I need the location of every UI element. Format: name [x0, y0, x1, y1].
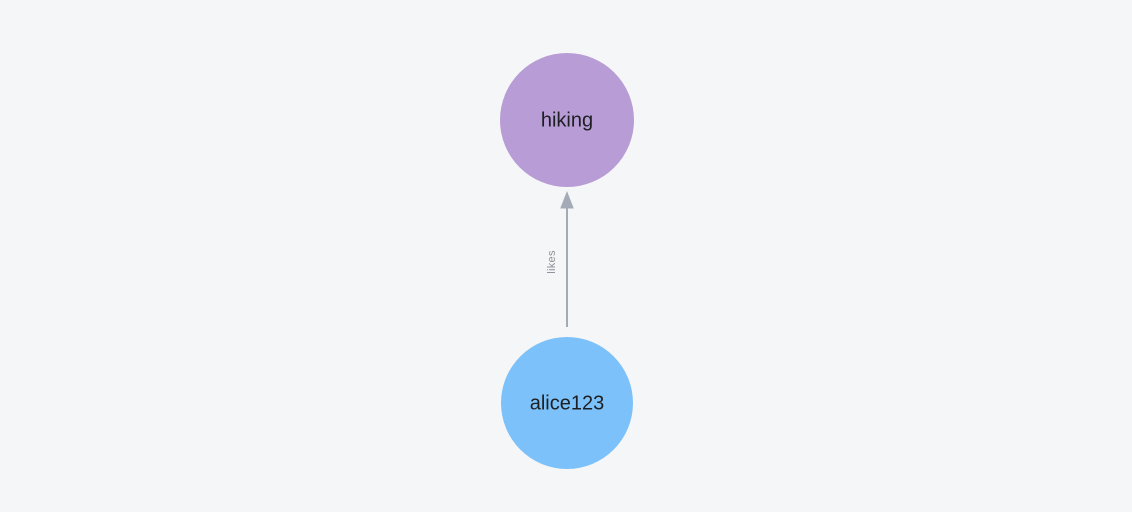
node-hiking[interactable]: hiking	[500, 53, 634, 187]
node-alice123-circle[interactable]	[501, 337, 633, 469]
node-hiking-circle[interactable]	[500, 53, 634, 187]
edge-arrowhead-icon	[560, 191, 574, 209]
node-alice123-label: alice123	[530, 392, 605, 414]
edge-label: likes	[546, 250, 558, 274]
node-hiking-label: hiking	[541, 109, 593, 131]
edge-likes[interactable]: likes	[546, 191, 574, 327]
node-alice123[interactable]: alice123	[501, 337, 633, 469]
